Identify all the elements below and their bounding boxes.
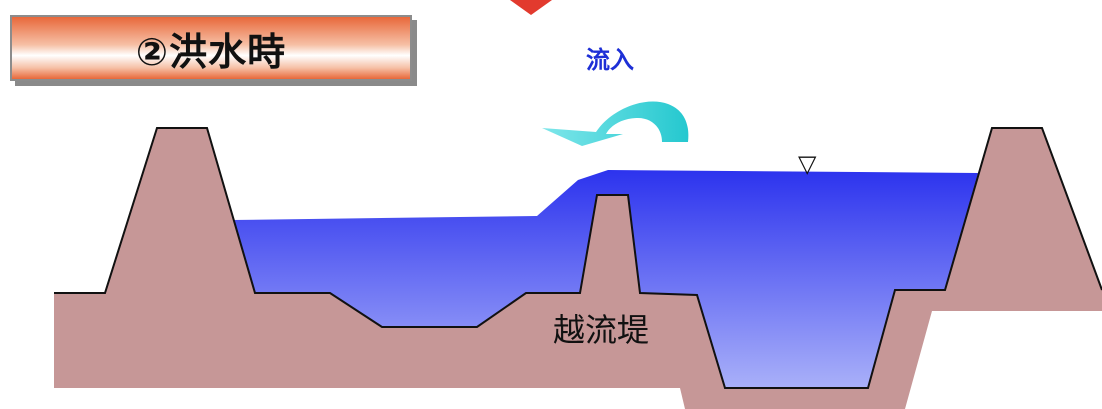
flood-water <box>232 170 978 388</box>
page-title: ②洪水時 <box>135 29 287 74</box>
title-box: ②洪水時 <box>10 15 412 81</box>
top-marker-icon <box>510 0 552 15</box>
ground-surface-line <box>54 127 1102 389</box>
water-level-symbol: ▽ <box>798 150 817 178</box>
embankment-ground <box>54 128 1102 409</box>
inflow-arrow-icon <box>542 101 689 146</box>
inflow-label: 流入 <box>586 46 634 74</box>
overflow-dike-label: 越流堤 <box>553 311 650 349</box>
